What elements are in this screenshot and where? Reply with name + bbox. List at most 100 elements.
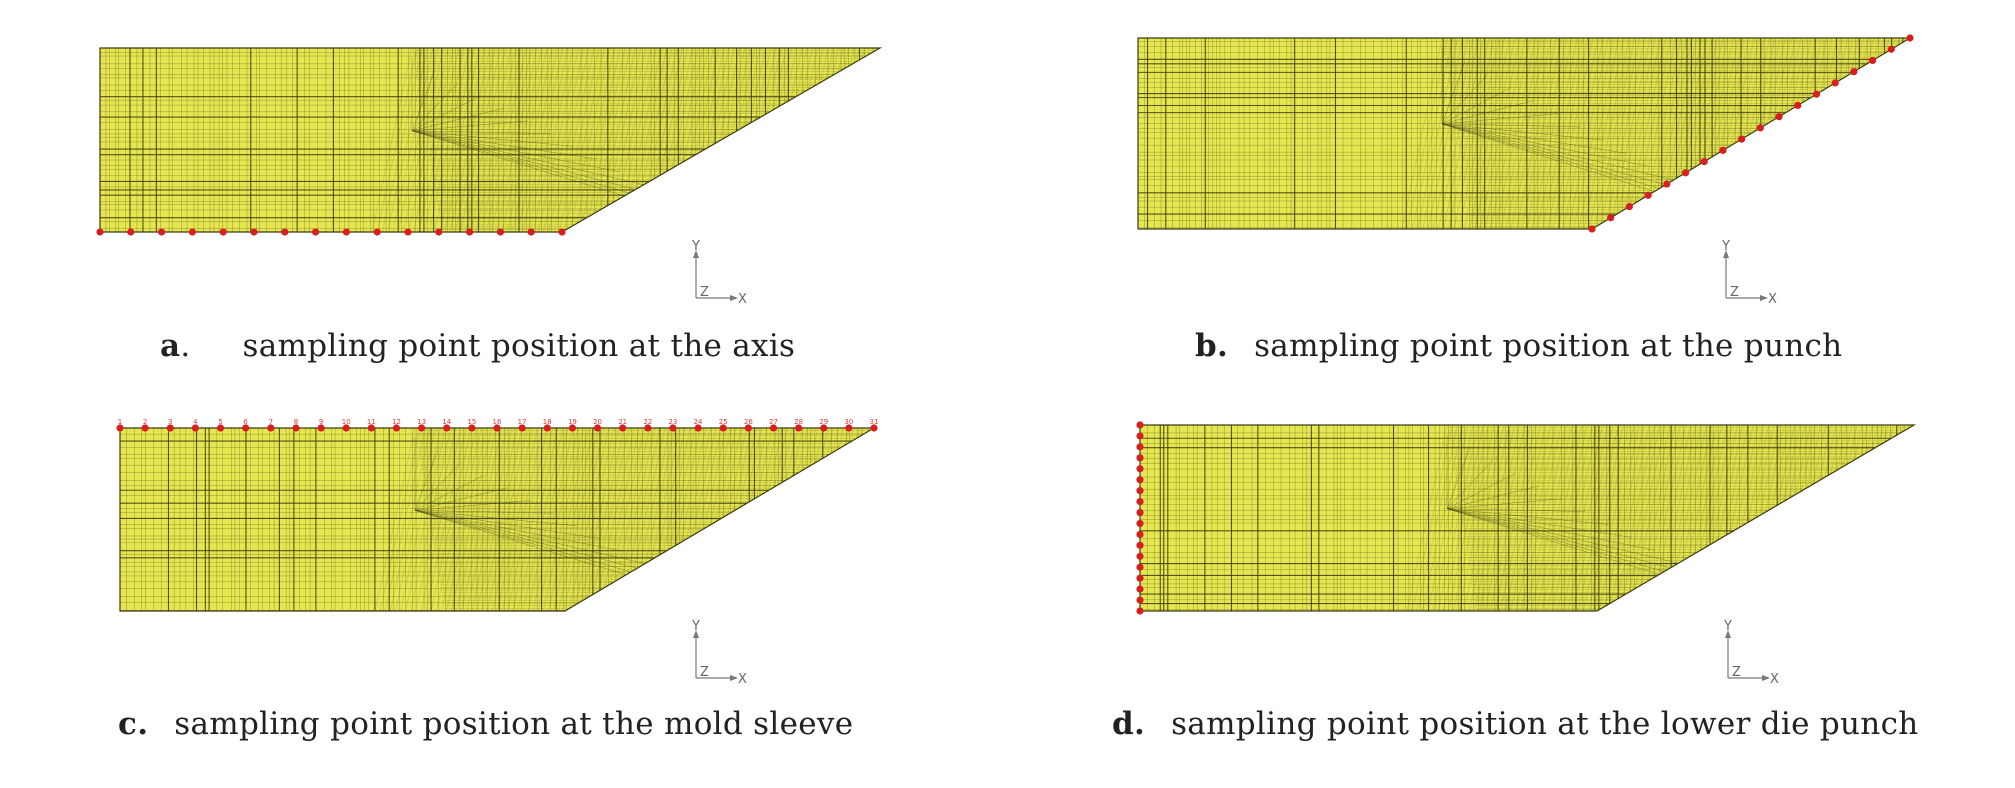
sampling-point (568, 424, 577, 432)
sampling-point (435, 228, 443, 236)
sampling-point-index: 20 (593, 418, 602, 426)
sampling-point (820, 424, 828, 432)
sampling-point (694, 424, 702, 432)
z-axis-label: Z (1730, 285, 1739, 300)
sampling-point-index: 17 (518, 418, 527, 426)
sampling-point-index: 4 (193, 418, 198, 426)
sampling-point (281, 228, 289, 236)
sampling-point-index: 19 (568, 418, 577, 426)
x-axis-label: X (738, 672, 747, 686)
sampling-point (468, 424, 476, 432)
sampling-point-index: 6 (243, 418, 248, 426)
sampling-point-index: 21 (618, 418, 627, 426)
sampling-points (1136, 421, 1144, 615)
sampling-point (1625, 202, 1634, 211)
x-arrow (1760, 295, 1768, 301)
sampling-point (644, 424, 652, 432)
sampling-point (1700, 157, 1708, 166)
sampling-point (317, 424, 325, 432)
sampling-point-index: 23 (668, 418, 677, 426)
sampling-point-index: 11 (367, 418, 376, 426)
sampling-point-index: 9 (319, 418, 323, 426)
sampling-point-index: 31 (870, 418, 879, 426)
sampling-point (188, 228, 196, 236)
sampling-point (669, 424, 677, 432)
z-axis-label: Z (700, 285, 709, 300)
sampling-point (127, 228, 135, 236)
sampling-point-index: 2 (143, 418, 147, 426)
sampling-point (1136, 585, 1144, 593)
mesh-body (1138, 38, 1910, 229)
sampling-point (292, 424, 300, 432)
sampling-point (558, 228, 566, 236)
x-axis-label: X (1768, 292, 1777, 306)
sampling-point (1644, 191, 1652, 199)
sampling-point-index: 29 (819, 418, 828, 426)
sampling-point (312, 228, 320, 236)
sampling-point (96, 228, 104, 236)
sampling-point (466, 228, 474, 236)
sampling-point (719, 424, 727, 432)
caption-c-label: c (118, 706, 138, 742)
sampling-point (496, 228, 504, 236)
sampling-point-index: 8 (294, 418, 298, 426)
sampling-point (1136, 432, 1144, 440)
mesh-grid (120, 428, 874, 611)
y-arrow (1725, 630, 1731, 638)
sampling-point (1136, 497, 1144, 506)
caption-a-punct: . (180, 328, 191, 364)
sampling-point (158, 228, 166, 236)
y-arrow (1723, 250, 1729, 258)
caption-b-punct: . (1216, 328, 1229, 364)
sampling-point (769, 424, 778, 432)
sampling-point-index: 30 (844, 418, 853, 426)
sampling-point-index: 27 (769, 418, 778, 426)
sampling-point (1906, 34, 1914, 42)
caption-c: c.sampling point position at the mold sl… (118, 706, 853, 742)
sampling-point (845, 424, 853, 432)
mesh-a (96, 47, 883, 236)
sampling-point (1850, 68, 1858, 76)
sampling-point-index: 16 (493, 418, 502, 426)
z-axis-label: Z (700, 665, 709, 680)
sampling-point (744, 424, 752, 432)
sampling-point-index: 3 (168, 418, 172, 426)
sampling-point (1136, 574, 1144, 582)
x-arrow (1762, 675, 1770, 681)
sampling-point (1136, 443, 1144, 451)
sampling-point-index: 14 (442, 418, 451, 426)
sampling-point (392, 424, 401, 432)
z-axis-label: Z (1732, 665, 1741, 680)
sampling-point (1136, 487, 1144, 495)
mesh-outline (1139, 424, 1917, 612)
mesh-b (1137, 34, 1914, 233)
sampling-point (1136, 519, 1144, 528)
x-arrow (730, 675, 738, 681)
sampling-point-index: 24 (694, 418, 703, 426)
sampling-point (418, 424, 426, 432)
sampling-point (493, 424, 501, 432)
sampling-point (373, 228, 381, 236)
sampling-point (1136, 607, 1144, 615)
x-arrow (730, 295, 738, 301)
sampling-point (242, 424, 250, 432)
sampling-point (250, 228, 258, 236)
sampling-points (96, 228, 566, 236)
sampling-point-index: 13 (417, 418, 426, 426)
sampling-point (1136, 508, 1144, 517)
y-arrow (693, 630, 699, 638)
sampling-point (1136, 421, 1144, 429)
caption-b: b.sampling point position at the punch (1195, 328, 1842, 364)
sampling-point (1887, 45, 1895, 53)
sampling-point-index: 1 (118, 418, 122, 426)
sampling-point-index: 28 (794, 418, 803, 426)
caption-c-text: sampling point position at the mold slee… (174, 706, 854, 742)
sampling-point (1738, 135, 1746, 143)
sampling-point (1775, 113, 1783, 121)
